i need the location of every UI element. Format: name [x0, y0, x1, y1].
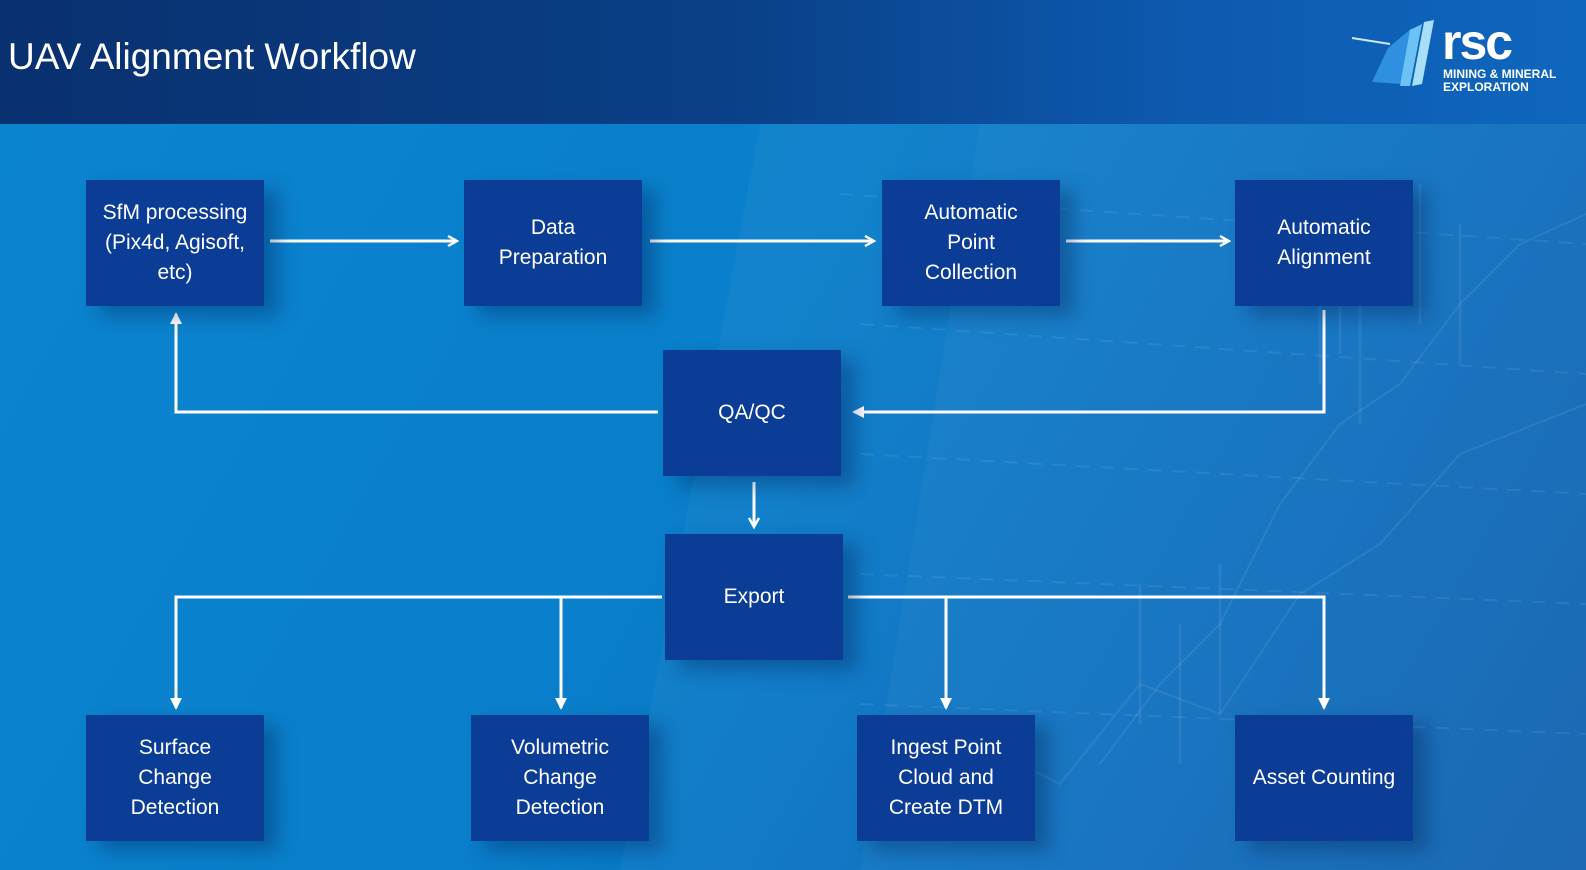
node-automatic-point-collection: Automatic Point Collection	[882, 180, 1060, 306]
node-volumetric-change-detection: Volumetric Change Detection	[471, 715, 649, 841]
logo-mark-icon	[1351, 20, 1434, 86]
logo-wordmark: rsc	[1442, 14, 1513, 70]
node-ingest-point-cloud: Ingest Point Cloud and Create DTM	[857, 715, 1035, 841]
node-surface-change-detection: Surface Change Detection	[86, 715, 264, 841]
node-data-preparation: Data Preparation	[464, 180, 642, 306]
logo-subtitle: MINING & MINERAL EXPLORATION	[1443, 67, 1557, 94]
node-export: Export	[665, 534, 843, 660]
rsc-logo: rsc MINING & MINERAL EXPLORATION	[1350, 14, 1570, 104]
node-automatic-alignment: Automatic Alignment	[1235, 180, 1413, 306]
node-qaqc: QA/QC	[663, 350, 841, 476]
page-title: UAV Alignment Workflow	[8, 36, 416, 77]
header-bar: UAV Alignment Workflow rsc MINING & MINE…	[0, 0, 1586, 124]
node-asset-counting: Asset Counting	[1235, 715, 1413, 841]
node-sfm-processing: SfM processing (Pix4d, Agisoft, etc)	[86, 180, 264, 306]
